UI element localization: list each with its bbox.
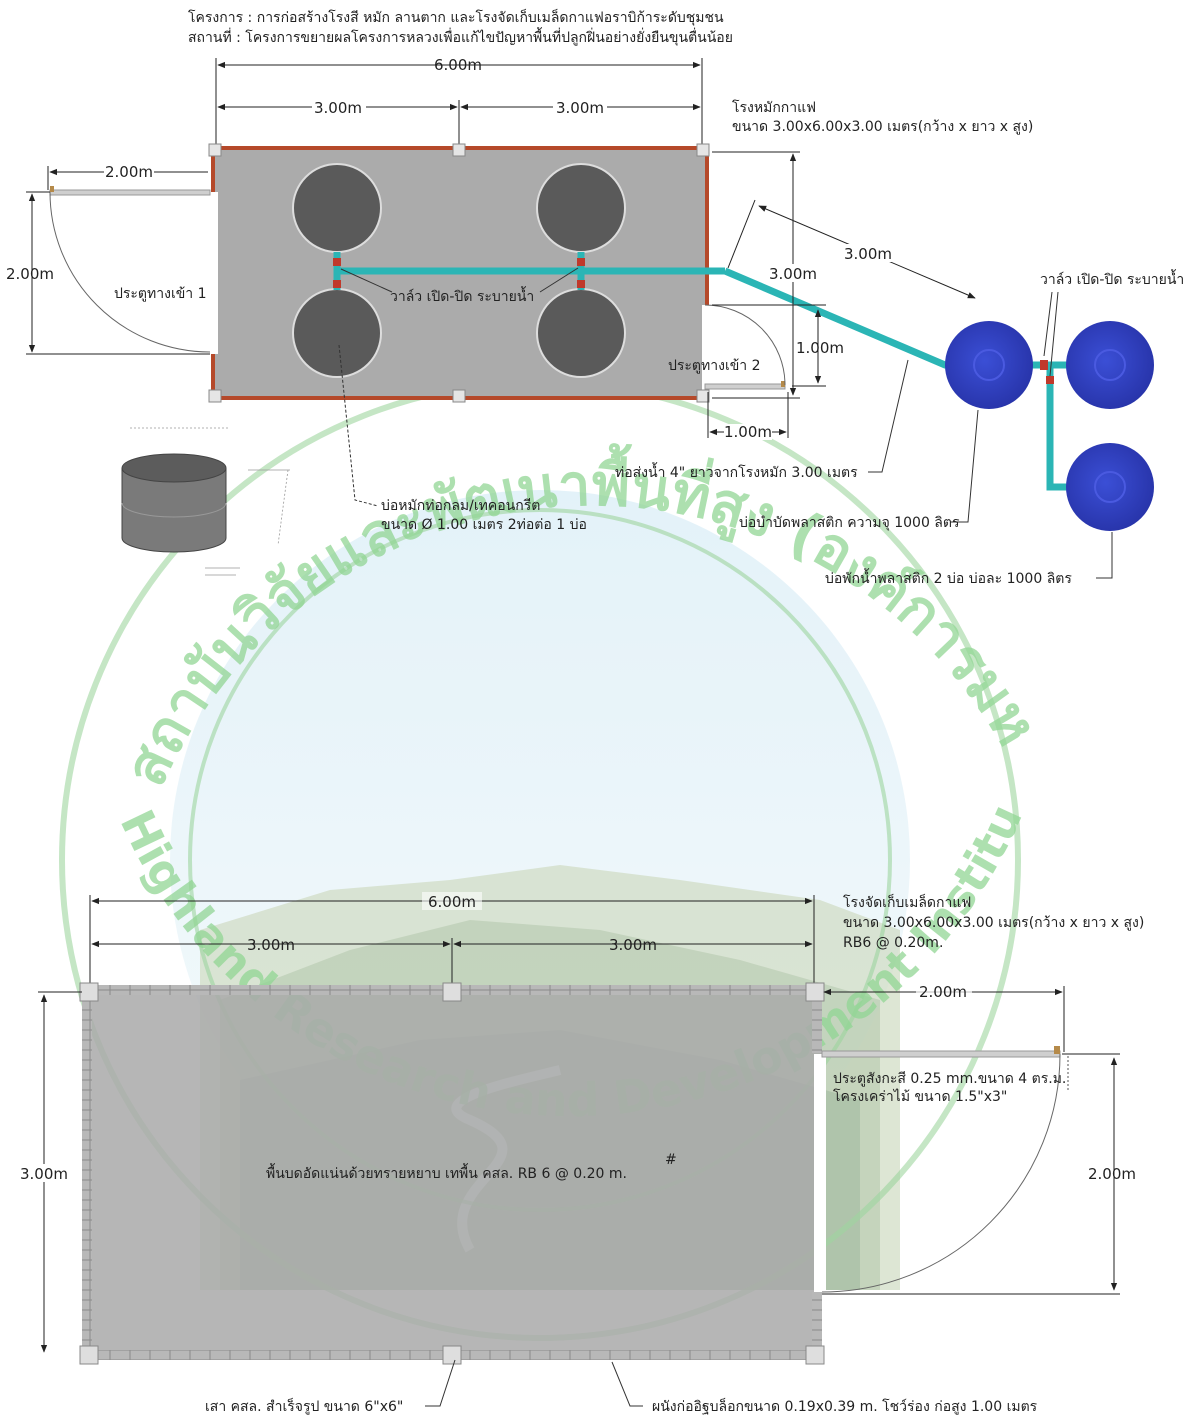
column bbox=[696, 389, 710, 403]
label-wall: ผนังก่ออิฐบล็อกขนาด 0.19x0.39 m. โชว์ร่อ… bbox=[652, 1397, 1038, 1415]
valve-icon bbox=[1040, 360, 1048, 370]
column bbox=[805, 1345, 825, 1365]
door-1 bbox=[49, 186, 211, 353]
valve-icon bbox=[333, 258, 341, 266]
column bbox=[442, 982, 462, 1002]
holding-tank bbox=[1066, 321, 1154, 409]
column bbox=[805, 982, 825, 1002]
storage-house-name: โรงจัดเก็บเมล็ดกาแฟ bbox=[843, 893, 971, 911]
label-valve-outer: วาล์ว เปิด-ปิด ระบายน้ำ bbox=[1040, 269, 1184, 288]
fermentation-well bbox=[536, 163, 626, 253]
dim-bottom-right: 3.00m bbox=[609, 936, 657, 954]
label-door1: ประตูทางเข้า 1 bbox=[114, 286, 207, 302]
storage-house-plan: 6.00m 3.00m 3.00m 3.00m bbox=[18, 892, 1144, 1415]
dim-bottom-height: 3.00m bbox=[20, 1165, 68, 1183]
column bbox=[208, 143, 222, 157]
label-door2: ประตูทางเข้า 2 bbox=[668, 358, 761, 374]
label-floor: พื้นบดอัดแน่นด้วยทรายหยาบ เทพื้น คสล. RB… bbox=[266, 1163, 627, 1182]
fermentation-well bbox=[292, 163, 382, 253]
door-2 bbox=[704, 304, 786, 390]
dim-top-height: 3.00m bbox=[769, 265, 817, 283]
valve-icons bbox=[333, 258, 1054, 384]
label-door-frame: โครงเคร่าไม้ ขนาด 1.5"x3" bbox=[833, 1088, 1007, 1105]
column bbox=[452, 389, 466, 403]
dim-door1-height: 2.00m bbox=[6, 265, 54, 283]
storage-house-size: ขนาด 3.00x6.00x3.00 เมตร(กว้าง x ยาว x ส… bbox=[843, 915, 1144, 931]
label-holding-tank: บ่อพักน้ำพลาสติก 2 บ่อ บ่อละ 1000 ลิตร bbox=[825, 568, 1072, 587]
dim-bottom-left: 3.00m bbox=[247, 936, 295, 954]
valve-icon bbox=[577, 280, 585, 288]
label-pipe: ท่อส่งน้ำ 4" ยาวจากโรงหมัก 3.00 เมตร bbox=[615, 462, 858, 481]
dim-door2-height: 1.00m bbox=[796, 339, 844, 357]
column bbox=[79, 1345, 99, 1365]
storage-floor bbox=[82, 985, 822, 1358]
dim-door-width: 2.00m bbox=[919, 983, 967, 1001]
label-column: เสา คสล. สำเร็จรูป ขนาด 6"x6" bbox=[205, 1397, 403, 1415]
dim-top-right: 3.00m bbox=[556, 99, 604, 117]
column bbox=[696, 143, 710, 157]
dim-pipe-length: 3.00m bbox=[844, 245, 892, 263]
fermentation-well bbox=[536, 288, 626, 378]
well-3d-sketch bbox=[121, 427, 290, 576]
dim-door1-width: 2.00m bbox=[105, 163, 153, 181]
fermentation-house-name: โรงหมักกาแฟ bbox=[732, 99, 816, 116]
header: โครงการ : การก่อสร้างโรงสี หมัก ลานตาก แ… bbox=[188, 8, 733, 46]
label-floor-mark: # bbox=[665, 1152, 677, 1168]
dim-door-height: 2.00m bbox=[1088, 1165, 1136, 1183]
fermentation-house-size: ขนาด 3.00x6.00x3.00 เมตร(กว้าง x ยาว x ส… bbox=[732, 119, 1033, 135]
fermentation-well bbox=[292, 288, 382, 378]
column bbox=[442, 1345, 462, 1365]
column bbox=[452, 143, 466, 157]
storage-rebar: RB6 @ 0.20m. bbox=[843, 935, 943, 951]
label-well-name: บ่อหมักท่อกลม/เทคอนกรีต bbox=[381, 498, 540, 514]
project-title: โครงการ : การก่อสร้างโรงสี หมัก ลานตาก แ… bbox=[188, 8, 724, 26]
valve-icon bbox=[577, 258, 585, 266]
fermentation-house-plan: 6.00m 3.00m 3.00m bbox=[6, 56, 1184, 587]
dim-top-left: 3.00m bbox=[314, 99, 362, 117]
treatment-tank bbox=[945, 321, 1033, 409]
valve-icon bbox=[1046, 376, 1054, 384]
column bbox=[208, 389, 222, 403]
holding-tank bbox=[1066, 443, 1154, 531]
label-door-spec: ประตูสังกะสี 0.25 mm.ขนาด 4 ตร.ม. bbox=[833, 1071, 1066, 1087]
location-title: สถานที่ : โครงการขยายผลโครงการหลวงเพื่อแ… bbox=[188, 27, 733, 46]
dim-bottom-total: 6.00m bbox=[428, 893, 476, 911]
dim-door2-width: 1.00m bbox=[724, 423, 772, 441]
dim-top-total: 6.00m bbox=[434, 56, 482, 74]
storage-door bbox=[821, 1046, 1061, 1293]
valve-icon bbox=[333, 280, 341, 288]
column bbox=[79, 982, 99, 1002]
label-well-size: ขนาด Ø 1.00 เมตร 2ท่อต่อ 1 บ่อ bbox=[381, 517, 587, 533]
label-valve-inner: วาล์ว เปิด-ปิด ระบายน้ำ bbox=[390, 286, 534, 305]
label-treatment-tank: บ่อบำบัดพลาสติก ความจุ 1000 ลิตร bbox=[739, 515, 960, 531]
